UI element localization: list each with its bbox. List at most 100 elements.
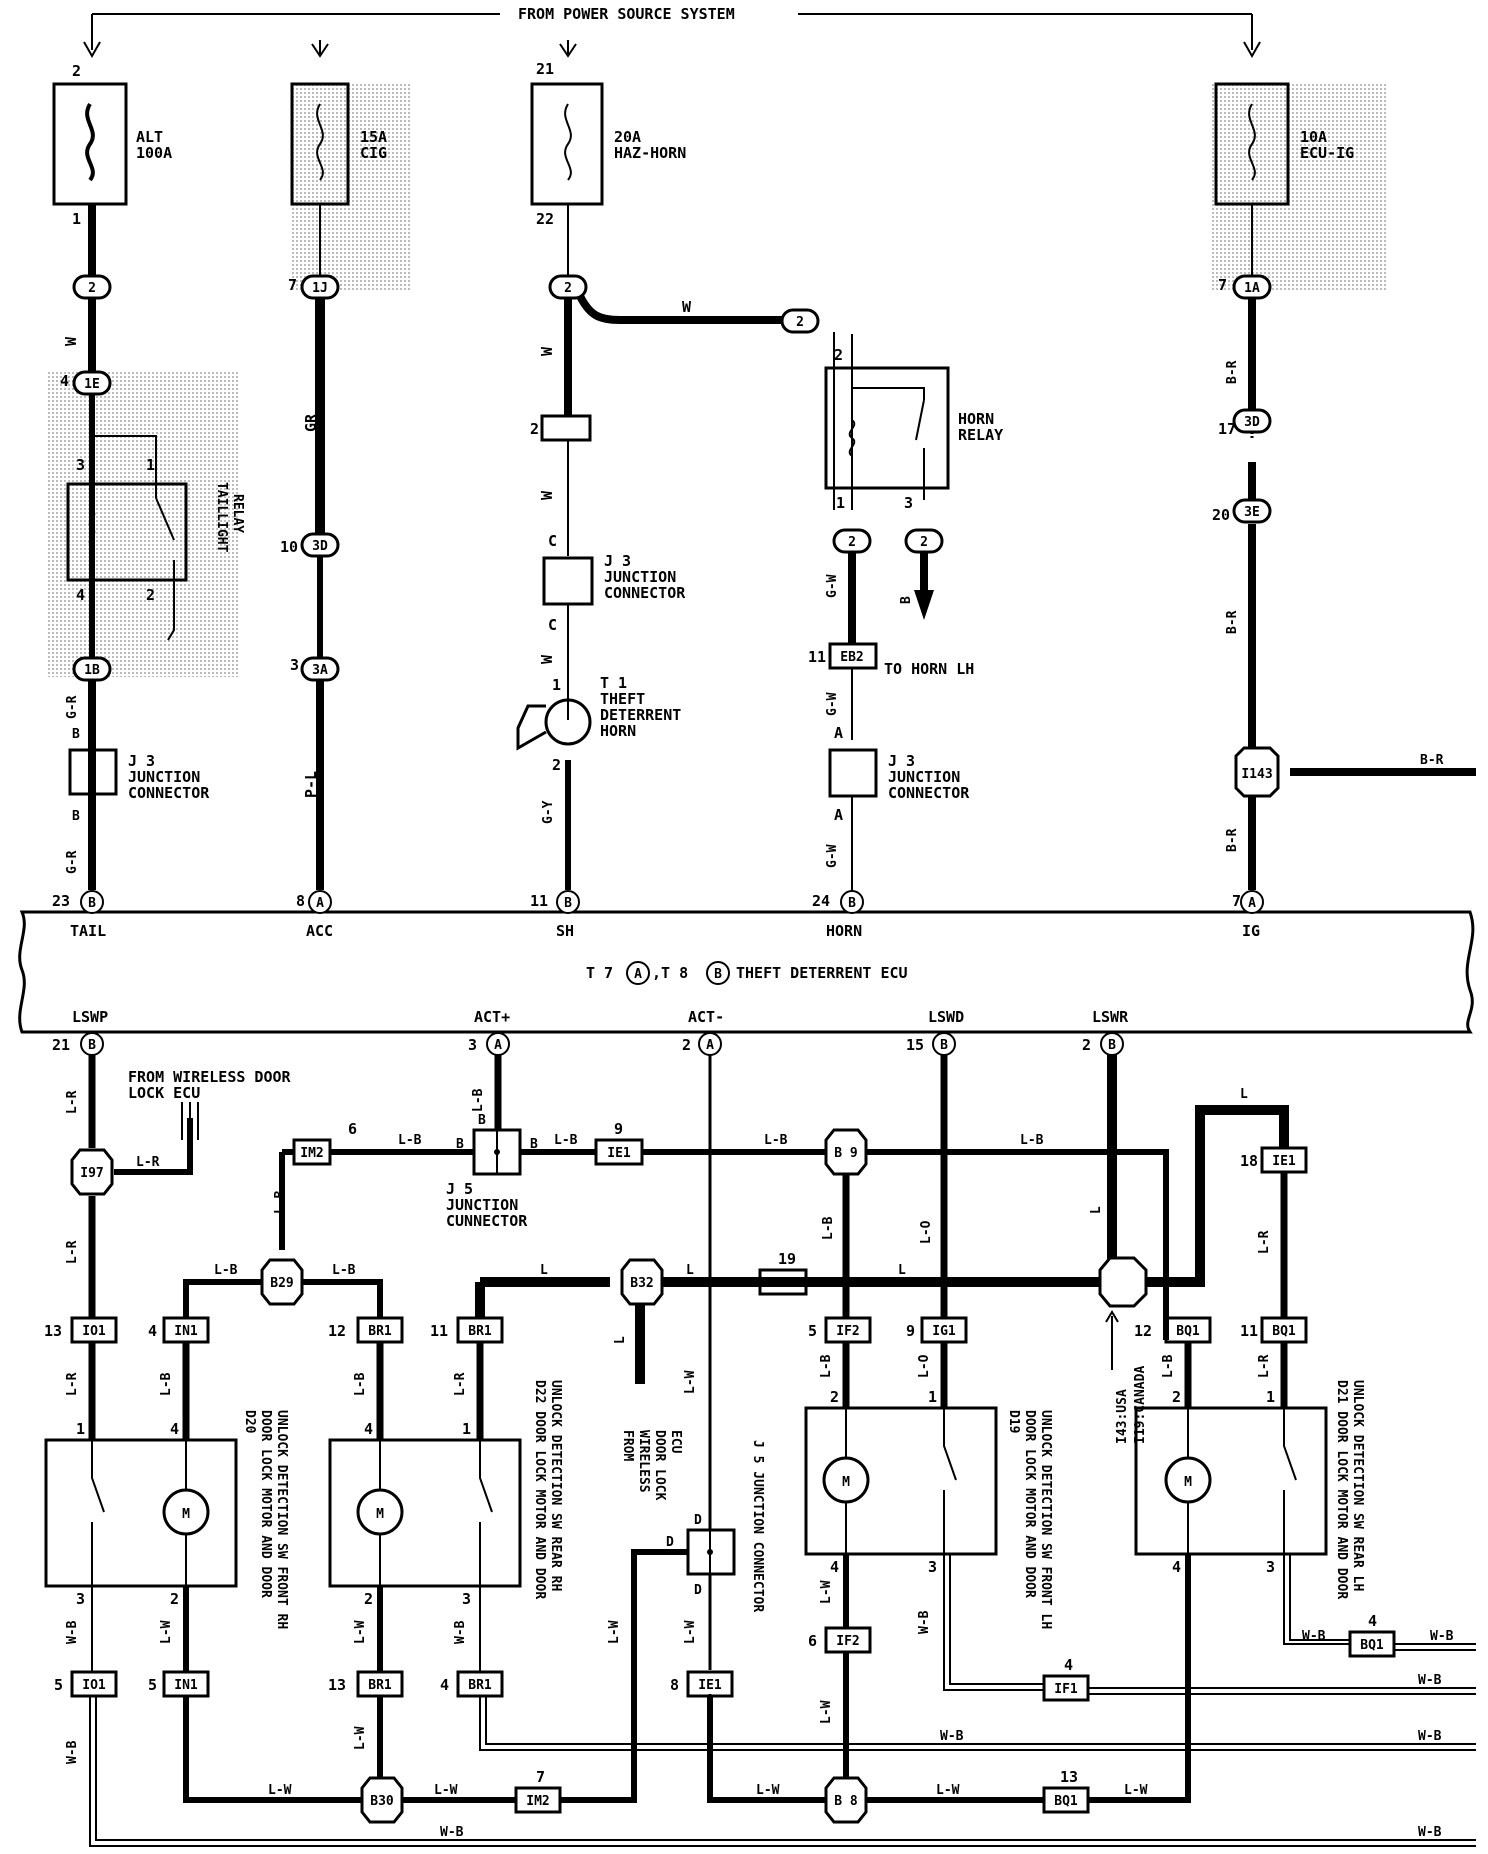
svg-text:13: 13 bbox=[328, 1676, 346, 1694]
svg-text:1: 1 bbox=[552, 676, 561, 694]
svg-text:L-W: L-W bbox=[159, 1620, 174, 1644]
svg-text:L-R: L-R bbox=[65, 1090, 80, 1114]
svg-text:M: M bbox=[842, 1475, 850, 1490]
svg-text:L-R: L-R bbox=[65, 1372, 80, 1396]
svg-text:3: 3 bbox=[462, 1590, 471, 1608]
svg-text:IE1: IE1 bbox=[607, 1146, 631, 1161]
svg-text:BQ1: BQ1 bbox=[1176, 1324, 1200, 1339]
svg-text:20: 20 bbox=[1212, 506, 1230, 524]
svg-text:2: 2 bbox=[796, 315, 804, 330]
svg-text:G-W: G-W bbox=[825, 844, 840, 868]
svg-text:7: 7 bbox=[1232, 892, 1241, 910]
svg-text:CONNECTOR: CONNECTOR bbox=[888, 784, 970, 802]
svg-text:RELAY: RELAY bbox=[230, 494, 245, 533]
svg-text:1: 1 bbox=[1266, 1388, 1275, 1406]
svg-text:22: 22 bbox=[536, 210, 554, 228]
svg-text:D19: D19 bbox=[1006, 1410, 1021, 1433]
svg-text:CUNNECTOR: CUNNECTOR bbox=[446, 1212, 528, 1230]
svg-text:W-B: W-B bbox=[1418, 1729, 1442, 1744]
svg-text:BR1: BR1 bbox=[468, 1678, 492, 1693]
svg-text:UNLOCK DETECTION SW REAR LH: UNLOCK DETECTION SW REAR LH bbox=[1350, 1380, 1365, 1591]
svg-text:4: 4 bbox=[170, 1420, 179, 1438]
svg-text:L-R: L-R bbox=[136, 1155, 160, 1170]
svg-text:15A: 15A bbox=[360, 128, 387, 146]
svg-text:B: B bbox=[940, 1038, 948, 1053]
svg-text:2: 2 bbox=[564, 281, 572, 296]
svg-text:IE1: IE1 bbox=[1272, 1154, 1296, 1169]
svg-text:L-W: L-W bbox=[1124, 1783, 1148, 1798]
svg-text:B-R: B-R bbox=[1225, 360, 1240, 384]
svg-text:1: 1 bbox=[146, 456, 155, 474]
svg-text:IM1: IM1 bbox=[771, 1276, 795, 1291]
svg-text:L-W: L-W bbox=[434, 1783, 458, 1798]
svg-text:W: W bbox=[538, 654, 556, 664]
svg-text:L-B: L-B bbox=[821, 1216, 836, 1240]
svg-text:3: 3 bbox=[76, 1590, 85, 1608]
svg-text:W-B: W-B bbox=[940, 1729, 964, 1744]
svg-text:1: 1 bbox=[928, 1388, 937, 1406]
svg-text:L-B: L-B bbox=[353, 1372, 368, 1396]
svg-text:LOCK ECU: LOCK ECU bbox=[128, 1084, 200, 1102]
svg-text:L-B: L-B bbox=[332, 1263, 356, 1278]
svg-text:DOOR LOCK: DOOR LOCK bbox=[652, 1430, 667, 1501]
svg-text:HORN: HORN bbox=[826, 922, 862, 940]
svg-text:D: D bbox=[666, 1535, 674, 1550]
svg-text:3D: 3D bbox=[1244, 415, 1260, 430]
svg-text:UNLOCK DETECTION SW REAR RH: UNLOCK DETECTION SW REAR RH bbox=[548, 1380, 563, 1591]
shade-taillight bbox=[48, 372, 238, 677]
svg-text:4: 4 bbox=[76, 586, 85, 604]
fuse-alt: 2 1 ALT 100A bbox=[52, 62, 172, 228]
svg-text:100A: 100A bbox=[136, 144, 172, 162]
svg-text:2: 2 bbox=[146, 586, 155, 604]
svg-text:B-R: B-R bbox=[1225, 828, 1240, 852]
svg-text:DOOR LOCK MOTOR AND DOOR: DOOR LOCK MOTOR AND DOOR bbox=[1022, 1410, 1037, 1598]
power-source-line: FROM POWER SOURCE SYSTEM bbox=[83, 5, 1261, 59]
svg-text:B: B bbox=[72, 727, 80, 742]
svg-text:B: B bbox=[88, 1038, 96, 1053]
svg-text:IG: IG bbox=[1242, 922, 1260, 940]
svg-text:A: A bbox=[634, 967, 642, 982]
svg-text:B32: B32 bbox=[630, 1276, 653, 1291]
svg-text:L-W: L-W bbox=[683, 1370, 698, 1394]
svg-text:M: M bbox=[376, 1507, 384, 1522]
svg-text:G-W: G-W bbox=[825, 574, 840, 598]
svg-text:B: B bbox=[530, 1137, 538, 1152]
svg-text:3: 3 bbox=[290, 656, 299, 674]
svg-text:J 3: J 3 bbox=[888, 752, 915, 770]
svg-text:B: B bbox=[564, 896, 572, 911]
acc-circuit: GR P-L 7 10 3 8 bbox=[280, 204, 325, 910]
svg-text:A: A bbox=[706, 1038, 714, 1053]
svg-text:G-W: G-W bbox=[825, 692, 840, 716]
svg-text:24: 24 bbox=[812, 892, 830, 910]
svg-text:B: B bbox=[899, 596, 914, 604]
svg-text:1: 1 bbox=[72, 210, 81, 228]
svg-text:THEFT: THEFT bbox=[600, 690, 645, 708]
svg-text:8: 8 bbox=[296, 892, 305, 910]
svg-text:W-B: W-B bbox=[1302, 1629, 1326, 1644]
svg-text:BR1: BR1 bbox=[368, 1678, 392, 1693]
svg-text:11: 11 bbox=[530, 892, 548, 910]
svg-text:L-B: L-B bbox=[1020, 1133, 1044, 1148]
svg-text:1J: 1J bbox=[312, 281, 328, 296]
svg-text:DOOR LOCK MOTOR AND DOOR: DOOR LOCK MOTOR AND DOOR bbox=[258, 1410, 273, 1598]
svg-text:W: W bbox=[682, 298, 692, 316]
svg-text:8: 8 bbox=[670, 1676, 679, 1694]
svg-text:BQ1: BQ1 bbox=[1272, 1324, 1296, 1339]
svg-text:1A: 1A bbox=[1244, 281, 1260, 296]
svg-text:BQ1: BQ1 bbox=[1360, 1638, 1384, 1653]
svg-text:L-R: L-R bbox=[1257, 1230, 1272, 1254]
svg-text:5: 5 bbox=[148, 1676, 157, 1694]
svg-text:L-B: L-B bbox=[398, 1133, 422, 1148]
svg-text:ACT-: ACT- bbox=[688, 1008, 724, 1026]
svg-text:I43:USA: I43:USA bbox=[1115, 1389, 1130, 1444]
svg-text:11: 11 bbox=[1240, 1322, 1258, 1340]
shade-ecuig bbox=[1212, 82, 1388, 292]
svg-text:W-B: W-B bbox=[1418, 1825, 1442, 1840]
svg-text:7: 7 bbox=[536, 1768, 545, 1786]
svg-text:2: 2 bbox=[1172, 1388, 1181, 1406]
svg-text:W-B: W-B bbox=[1430, 1629, 1454, 1644]
oval-connectors: 2 1E 1B 1J 3D 3A 2 2 2 2 1A 3D 3E bbox=[72, 274, 1272, 682]
svg-text:G-Y: G-Y bbox=[541, 800, 556, 824]
horn-circuit: 2 1 3 HORN RELAY G-W B EB2 11 TO HORN LH… bbox=[808, 332, 1003, 910]
svg-text:ACT+: ACT+ bbox=[474, 1008, 510, 1026]
